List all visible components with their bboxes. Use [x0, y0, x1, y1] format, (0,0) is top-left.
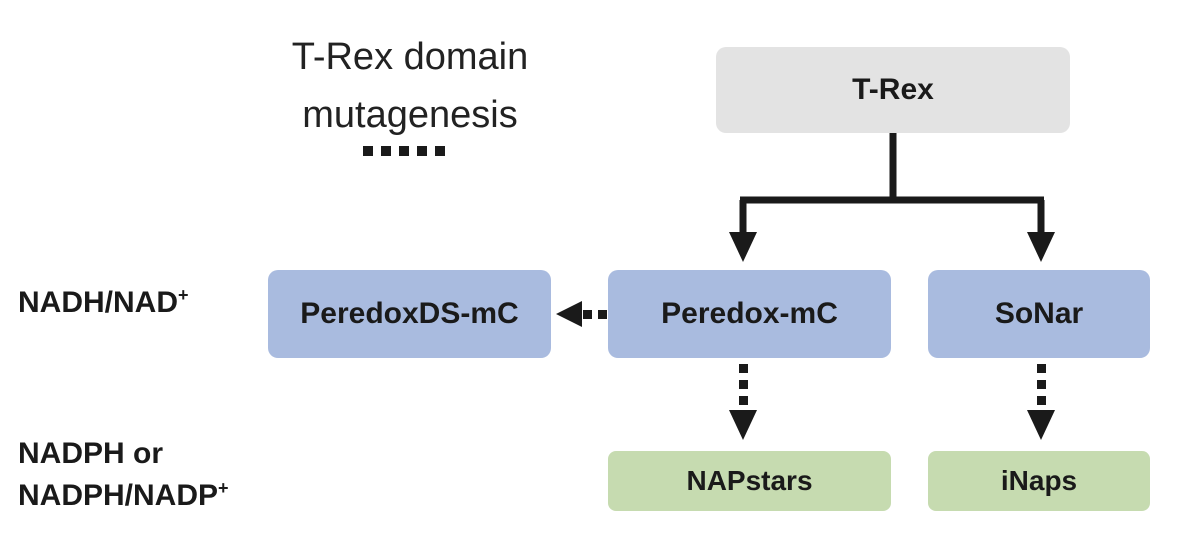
node-trex-label: T-Rex	[852, 73, 934, 106]
dotted-line-legend	[363, 146, 445, 156]
node-trex: T-Rex	[716, 47, 1070, 133]
arrowhead-to-inaps	[1027, 410, 1055, 440]
node-napstars-label: NAPstars	[686, 465, 813, 496]
row-label-nadph-line1: NADPH or	[18, 437, 164, 470]
node-peredoxds-mc: PeredoxDS-mC	[268, 270, 551, 358]
arrowhead-to-peredoxds-mc	[556, 301, 582, 327]
node-napstars: NAPstars	[608, 451, 891, 511]
legend-title-line2: mutagenesis	[302, 94, 518, 136]
dotted-connector-inaps	[1037, 364, 1046, 405]
row-label-nadh-text: NADH/NAD+	[18, 285, 189, 319]
dotted-connector-peredoxds	[583, 310, 607, 319]
node-peredox-mc: Peredox-mC	[608, 270, 891, 358]
arrowhead-to-napstars	[729, 410, 757, 440]
node-peredoxds-mc-label: PeredoxDS-mC	[300, 297, 519, 330]
solid-connector-trex	[739, 133, 1045, 236]
row-label-nadh: NADH/NAD+	[18, 282, 189, 324]
arrowhead-to-peredox-mc	[729, 232, 757, 262]
legend-title-line1: T-Rex domain	[291, 36, 529, 78]
node-sonar-label: SoNar	[994, 297, 1084, 330]
arrowhead-to-sonar	[1027, 232, 1055, 262]
node-inaps-label: iNaps	[1000, 465, 1078, 496]
dotted-connector-napstars	[739, 364, 748, 405]
row-label-nadph-line2: NADPH/NADP+	[18, 478, 229, 512]
legend-title: T-Rex domain mutagenesis	[250, 28, 570, 144]
node-inaps: iNaps	[928, 451, 1150, 511]
row-label-nadph: NADPH or NADPH/NADP+	[18, 433, 229, 517]
node-sonar: SoNar	[928, 270, 1150, 358]
node-peredox-mc-label: Peredox-mC	[661, 297, 838, 330]
